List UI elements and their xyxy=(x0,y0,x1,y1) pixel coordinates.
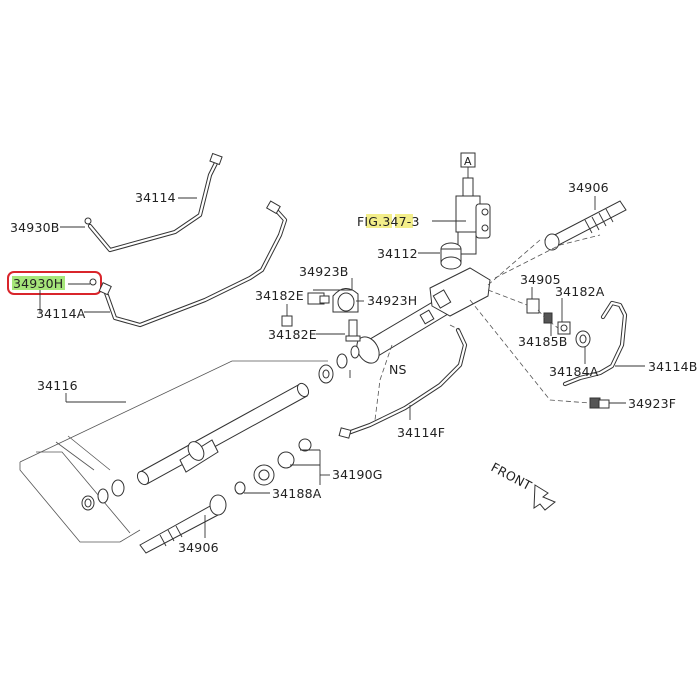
label-34906-top: 34906 xyxy=(568,180,609,195)
label-34112: 34112 xyxy=(377,246,418,261)
rack-bushing[interactable] xyxy=(318,364,334,384)
label-34182E-top: 34182E xyxy=(255,288,304,303)
bolt-34182E-top[interactable] xyxy=(281,304,293,327)
label-34906-bottom: 34906 xyxy=(178,540,219,555)
clamp-34923H[interactable] xyxy=(332,288,359,313)
pipe-34114[interactable] xyxy=(87,152,223,253)
label-34905: 34905 xyxy=(520,272,561,287)
callout-34930H-box[interactable] xyxy=(7,271,102,295)
label-34114F: 34114F xyxy=(397,425,445,440)
rack-seal-ring[interactable] xyxy=(336,353,348,369)
boot-34905[interactable] xyxy=(526,298,540,314)
label-34930H[interactable]: 34930H xyxy=(13,276,63,291)
label-34182A: 34182A xyxy=(555,284,605,299)
guide-line-ns xyxy=(374,344,393,421)
tie-rod-34906-bottom[interactable] xyxy=(139,494,227,554)
guide-line-3 xyxy=(469,299,591,404)
label-34182E-bottom: 34182E xyxy=(268,327,317,342)
label-34930B: 34930B xyxy=(10,220,60,235)
tie-rod-34906-top[interactable] xyxy=(544,200,627,251)
guide-line-4 xyxy=(494,234,601,279)
guide-line-2 xyxy=(487,289,528,306)
label-34114-top: 34114 xyxy=(135,190,176,205)
label-34184A: 34184A xyxy=(549,364,599,379)
highlight-fig-ref-fig xyxy=(366,214,392,228)
label-34114B: 34114B xyxy=(648,359,698,374)
nut-34182A[interactable] xyxy=(557,321,571,335)
rack-bar[interactable] xyxy=(135,381,311,486)
label-34190G: 34190G xyxy=(332,467,383,482)
label-fig-ref[interactable]: FIG.347-3 xyxy=(357,214,420,229)
pinion-seal-34112[interactable] xyxy=(440,242,462,270)
seal-set-lower[interactable] xyxy=(81,479,125,511)
label-34923F: 34923F xyxy=(628,396,676,411)
label-34923B: 34923B xyxy=(299,264,349,279)
label-34114A: 34114A xyxy=(36,306,86,321)
pipe-34114A[interactable] xyxy=(98,200,288,328)
clip-34923F[interactable] xyxy=(589,397,610,409)
label-front: FRONT xyxy=(489,459,535,493)
valve-housing[interactable] xyxy=(455,152,491,255)
ring-34188A[interactable] xyxy=(234,481,246,495)
highlight-34930H-green xyxy=(12,276,65,290)
label-34116: 34116 xyxy=(37,378,78,393)
boot-set-34190G[interactable] xyxy=(253,438,312,486)
pipe-34114F[interactable] xyxy=(338,327,468,439)
ref-box-A xyxy=(460,152,476,168)
bracket-34923B[interactable] xyxy=(307,292,330,305)
label-box-A: A xyxy=(464,155,472,168)
label-34923H: 34923H xyxy=(367,293,417,308)
gearbox-housing[interactable] xyxy=(352,267,491,367)
clip-34930B[interactable] xyxy=(84,217,92,225)
guide-line-6 xyxy=(449,324,461,331)
highlight-fig-ref-num xyxy=(395,214,413,228)
ring-34184A[interactable] xyxy=(575,330,591,348)
washer-34185B[interactable] xyxy=(543,312,553,324)
bolt-34182E-bottom[interactable] xyxy=(345,319,361,342)
rack-washer[interactable] xyxy=(350,345,360,359)
label-34185B: 34185B xyxy=(518,334,568,349)
clip-34930H[interactable] xyxy=(89,278,97,286)
label-NS: NS xyxy=(389,362,407,377)
guide-line-5 xyxy=(537,309,559,329)
label-34188A: 34188A xyxy=(272,486,322,501)
pipe-34114B[interactable] xyxy=(562,300,628,387)
rack-kit-box-34116 xyxy=(19,360,328,543)
front-arrow-icon xyxy=(533,484,556,511)
